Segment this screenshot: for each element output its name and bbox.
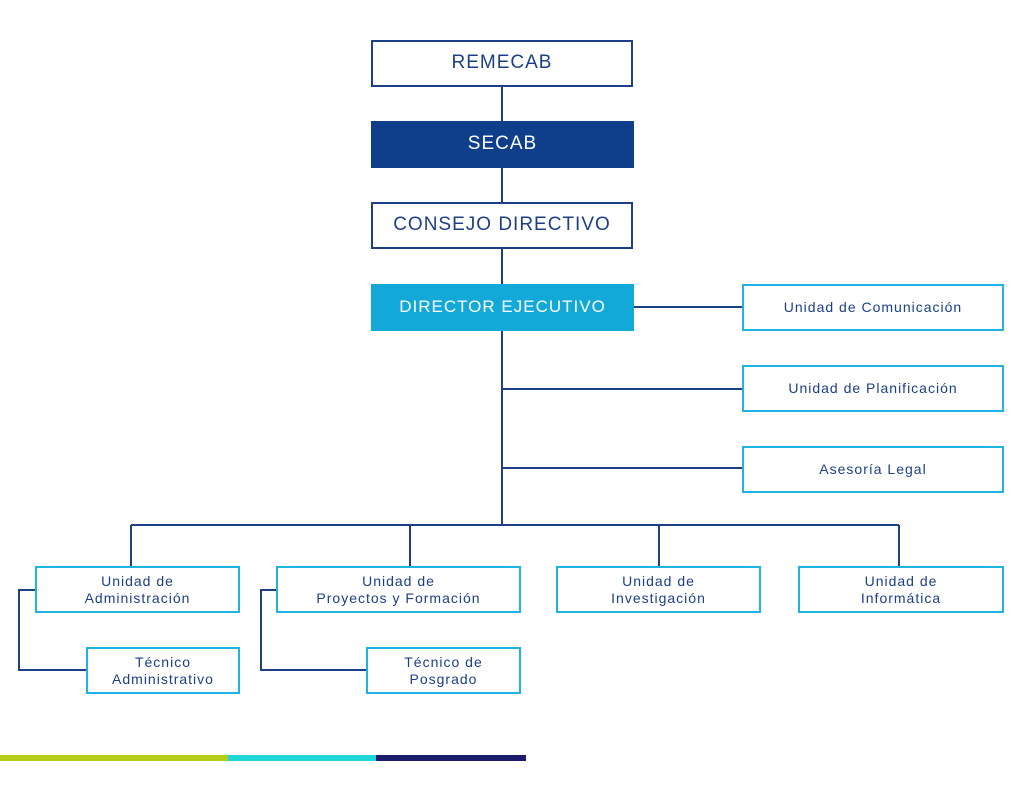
- footer-bar-lime: [0, 755, 228, 761]
- unidad-administracion-box: Unidad de Administración: [35, 566, 240, 613]
- unidad-informatica-box: Unidad de Informática: [798, 566, 1004, 613]
- unidad-proyectos-box: Unidad de Proyectos y Formación: [276, 566, 521, 613]
- secab-box: SECAB: [371, 121, 634, 168]
- unidad-comunicacion-box: Unidad de Comunicación: [742, 284, 1004, 331]
- director-ejecutivo-box: DIRECTOR EJECUTIVO: [371, 284, 634, 331]
- footer-bar-dark: [376, 755, 526, 761]
- asesoria-legal-box: Asesoría Legal: [742, 446, 1004, 493]
- unidad-investigacion-box: Unidad de Investigación: [556, 566, 761, 613]
- consejo-directivo-box: CONSEJO DIRECTIVO: [371, 202, 633, 249]
- remecab-box: REMECAB: [371, 40, 633, 87]
- tecnico-posgrado-box: Técnico de Posgrado: [366, 647, 521, 694]
- tecnico-administrativo-box: Técnico Administrativo: [86, 647, 240, 694]
- footer-bar-cyan: [228, 755, 376, 761]
- unidad-planificacion-box: Unidad de Planificación: [742, 365, 1004, 412]
- line-administracion-tecnico: [18, 589, 86, 671]
- line-proyectos-posgrado: [260, 589, 366, 671]
